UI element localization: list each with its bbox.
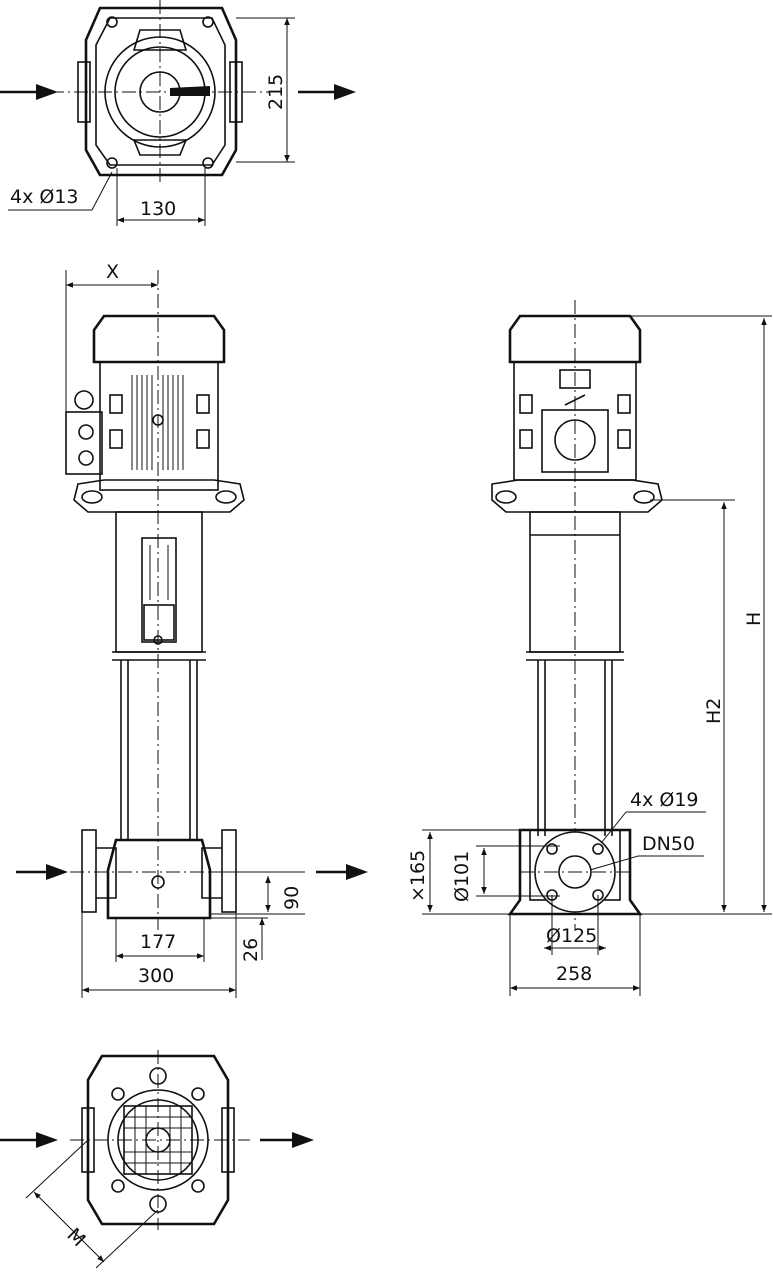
- flow-arrow-icon: [0, 84, 58, 100]
- dim-flange-height-90: 90: [281, 886, 303, 910]
- dim-holes-4x13: 4x Ø13: [10, 186, 79, 208]
- top-view: 215 130 4x Ø13: [0, 0, 356, 226]
- motor-fins: [131, 375, 184, 470]
- fan-grid: [124, 1106, 192, 1174]
- dim-width-215: 215: [265, 74, 287, 110]
- dim-base-bolt-177: 177: [140, 931, 176, 953]
- front-view: X 177 300 90 26: [16, 261, 368, 998]
- bottom-view: M: [0, 1050, 314, 1269]
- dim-base-width-258: 258: [556, 963, 592, 985]
- dim-flange-od: ×165: [407, 850, 429, 902]
- dim-bolt-circle: Ø125: [546, 925, 597, 947]
- dim-dn50: DN50: [642, 833, 695, 855]
- dim-base-width-300: 300: [138, 965, 174, 987]
- side-view: H H2 4x Ø19 DN50 ×165 Ø101 Ø125 258: [407, 300, 772, 996]
- dim-h2: H2: [703, 698, 725, 724]
- flow-arrow-icon: [0, 1132, 58, 1148]
- dim-m: M: [62, 1224, 89, 1251]
- dim-foot-height-26: 26: [240, 938, 262, 962]
- flow-arrow-icon: [316, 864, 368, 880]
- flow-arrow-icon: [260, 1132, 314, 1148]
- dim-flange-id: Ø101: [451, 851, 473, 902]
- flow-arrow-icon: [298, 84, 356, 100]
- flow-arrow-icon: [16, 864, 68, 880]
- dim-flange-holes: 4x Ø19: [630, 789, 699, 811]
- dim-bolt-130: 130: [140, 198, 176, 220]
- dim-h: H: [743, 612, 765, 626]
- dim-x: X: [106, 261, 119, 283]
